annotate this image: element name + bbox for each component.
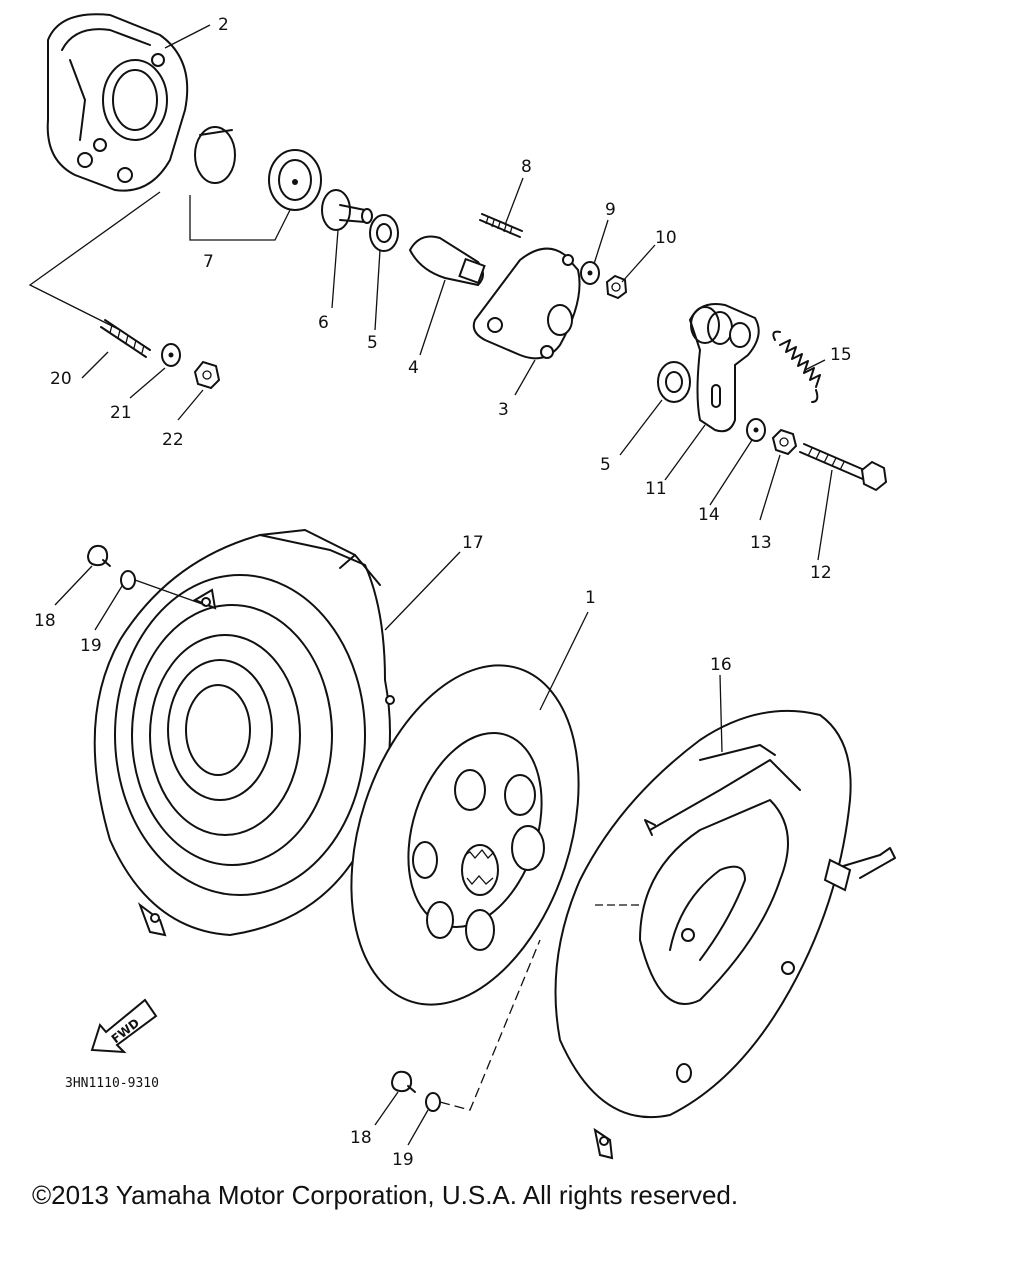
exploded-parts-diagram: FWD 2 7 6 5 4	[28, 13, 896, 1170]
part-5-bearing-lower	[657, 361, 691, 403]
part-22-nut	[193, 360, 221, 390]
leader-lines	[28, 24, 833, 1146]
callout-14: 14	[698, 505, 720, 525]
callout-15: 15	[830, 345, 852, 365]
part-6-pin	[321, 189, 373, 231]
callout-12: 12	[810, 563, 832, 583]
part-8-stud	[479, 213, 523, 238]
part-13-nut	[771, 428, 798, 456]
callout-1: 1	[585, 588, 596, 608]
part-4-camshaft	[408, 235, 486, 287]
part-17-cover	[93, 529, 395, 937]
part-20-stud	[100, 319, 151, 358]
callout-16: 16	[710, 655, 732, 675]
part-21-washer	[161, 343, 181, 367]
callout-labels: 2 7 6 5 4 3 8 9 10 15 5 11 14 13 12 20 2…	[34, 15, 852, 1170]
part-19-washer-upper	[120, 570, 136, 590]
callout-5-upper: 5	[367, 333, 378, 353]
part-19-washer-lower	[425, 1092, 441, 1112]
part-5-bearing-upper	[369, 214, 399, 252]
part-11-arm	[688, 303, 760, 433]
part-1-disc	[350, 664, 580, 1006]
part-16-backplate	[554, 709, 896, 1160]
callout-10: 10	[655, 228, 677, 248]
part-15-spring	[772, 330, 821, 403]
part-7-piston-set	[194, 126, 322, 211]
callout-4: 4	[408, 358, 419, 378]
callout-11: 11	[645, 479, 667, 499]
part-14-washer	[746, 418, 766, 442]
copyright-notice: ©2013 Yamaha Motor Corporation, U.S.A. A…	[32, 1180, 739, 1210]
part-9-washer	[580, 261, 600, 285]
callout-9: 9	[605, 200, 616, 220]
callout-7: 7	[203, 252, 214, 272]
callout-17: 17	[462, 533, 484, 553]
callout-22: 22	[162, 430, 184, 450]
callout-6: 6	[318, 313, 329, 333]
part-2-bracket	[46, 13, 189, 192]
part-12-bolt	[799, 443, 888, 492]
part-18-bolt-lower	[390, 1070, 416, 1093]
callout-8: 8	[521, 157, 532, 177]
part-3-housing	[472, 247, 581, 360]
callout-3: 3	[498, 400, 509, 420]
callout-13: 13	[750, 533, 772, 553]
part-code: 3HN1110-9310	[65, 1076, 159, 1091]
callout-2: 2	[218, 15, 229, 35]
callout-21: 21	[110, 403, 132, 423]
callout-20: 20	[50, 369, 72, 389]
callout-18-lower: 18	[350, 1128, 372, 1148]
callout-19-lower: 19	[392, 1150, 414, 1170]
part-10-nut	[605, 274, 628, 300]
callout-5-lower: 5	[600, 455, 611, 475]
callout-19-upper: 19	[80, 636, 102, 656]
part-18-bolt-upper	[86, 544, 111, 567]
fwd-arrow-icon: FWD	[90, 998, 158, 1054]
callout-18-upper: 18	[34, 611, 56, 631]
